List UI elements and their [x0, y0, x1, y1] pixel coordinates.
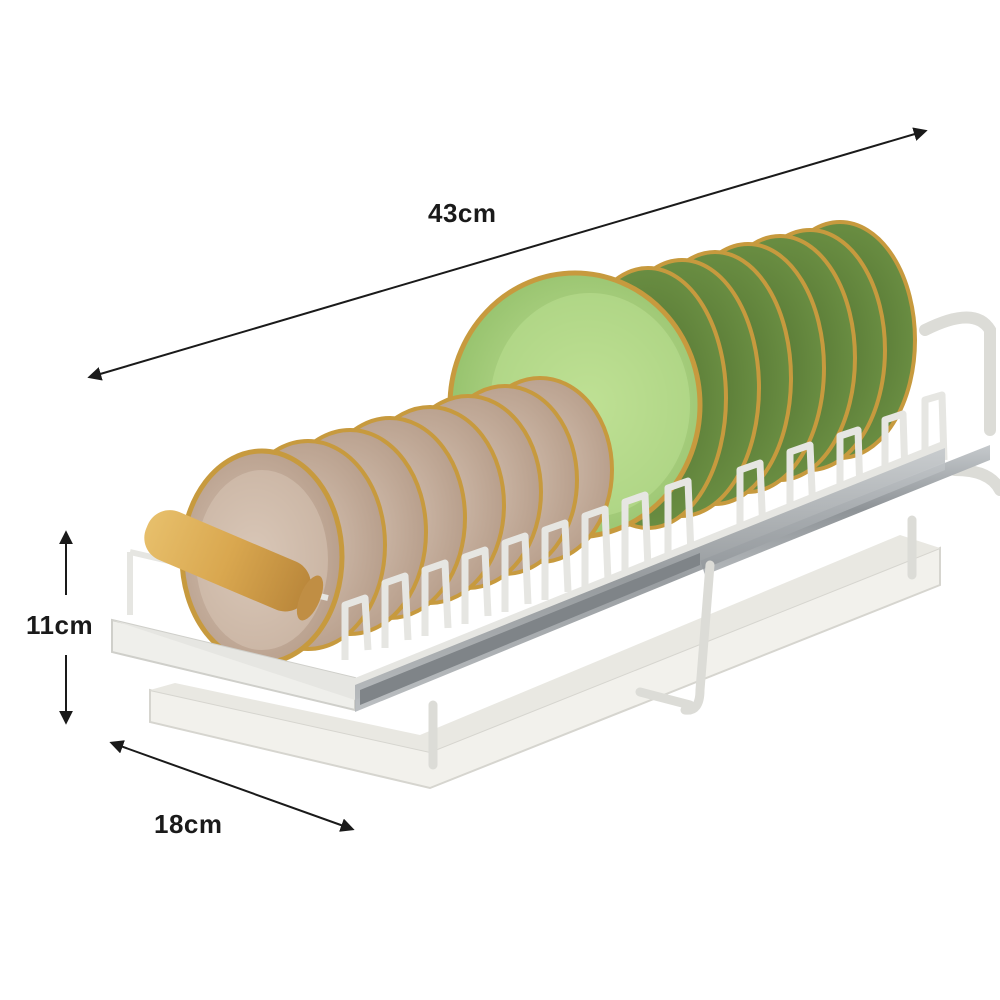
rack-frame [111, 440, 945, 712]
length-arrow-icon [87, 127, 928, 381]
depth-arrow-icon [109, 740, 355, 832]
rack-legs [428, 515, 917, 770]
length-dimension-label: 43cm [428, 198, 497, 228]
wooden-handle [144, 510, 324, 621]
wire-dividers [341, 391, 948, 660]
depth-dimension-label: 18cm [154, 809, 223, 839]
height-dimension-label: 11cm [26, 610, 94, 640]
